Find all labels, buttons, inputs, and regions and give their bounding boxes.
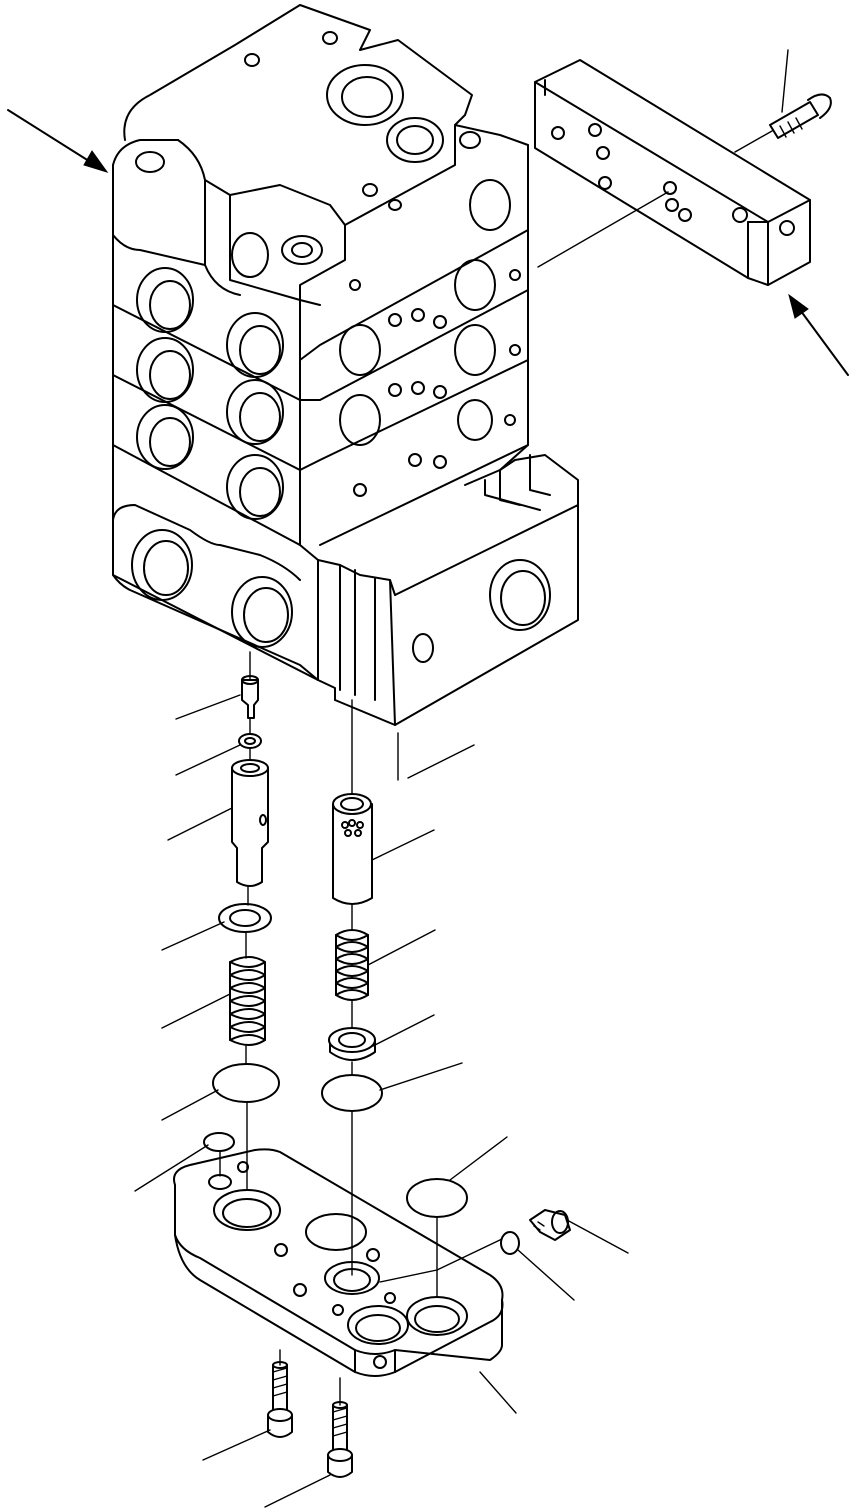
callout-leader [167,807,233,841]
end-block [112,454,579,726]
cover-bolt-left [267,1361,293,1438]
callout-leader [264,1474,331,1508]
small-o-ring-left [203,1132,235,1152]
small-seal-ring [238,733,262,749]
callout-leader [407,744,475,779]
callout-leader [134,1144,209,1192]
view-arrow-bottom-right [788,293,849,376]
mounting-bracket [534,59,811,286]
left-spring-seat [218,903,272,933]
callout-leader [781,49,789,113]
callout-leader [175,744,241,776]
large-o-ring [406,1178,468,1218]
right-o-ring [321,1074,383,1112]
callout-leader [566,1219,629,1254]
callout-leader [379,1062,463,1091]
callout-leader [161,921,225,951]
left-plunger [231,759,269,887]
callout-leader [367,929,436,966]
bracket-bolt [769,93,832,139]
assembly-center-lines [219,130,773,1406]
callout-leader [175,694,241,720]
right-spring-seat [328,1027,376,1061]
callout-leader [371,829,435,861]
cover-bolt-right [327,1401,353,1478]
callout-leader [479,1371,517,1414]
plug-o-ring [500,1231,520,1255]
callout-leader [202,1429,271,1461]
callout-leader [517,1249,575,1301]
left-spring [229,956,266,1046]
callout-leader [161,993,231,1029]
right-spring [335,929,369,1001]
plug [529,1209,571,1241]
callout-leader [161,1089,219,1121]
valve-block [112,4,529,681]
left-o-ring [212,1063,280,1103]
view-arrow-top-left [7,109,109,173]
callout-leader [449,1136,508,1181]
pilot-pin [241,675,259,719]
right-sleeve [332,793,373,905]
cover-plate [173,1148,504,1377]
callout-leaders [134,49,789,1508]
callout-leader [372,1014,435,1047]
